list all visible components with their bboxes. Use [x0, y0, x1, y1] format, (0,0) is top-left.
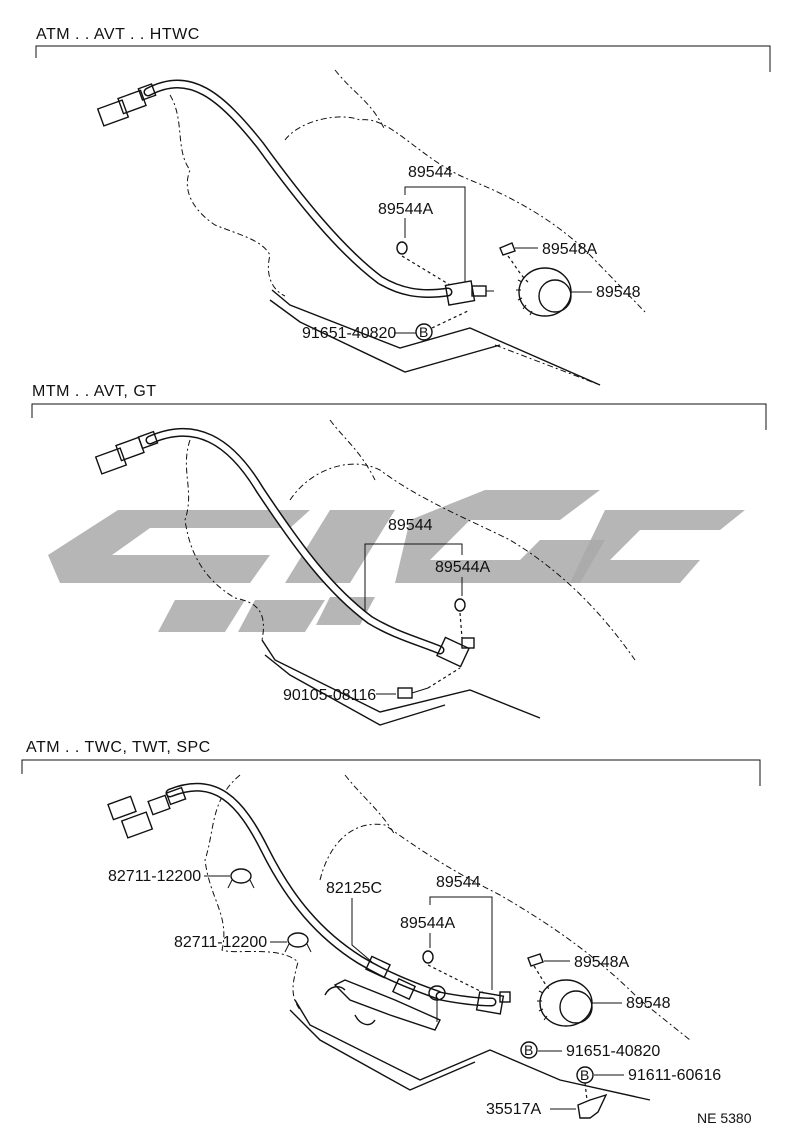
- section-header: MTM . . AVT, GT: [32, 383, 157, 400]
- part-label: 90105-08116: [283, 687, 376, 704]
- housing-outline: [289, 1009, 476, 1091]
- housing-outline: [184, 439, 264, 641]
- part-label: 82125C: [326, 880, 382, 897]
- housing-outline: [319, 823, 691, 1041]
- leader-dash: [459, 612, 463, 639]
- vacuum-hose-fitting: [365, 955, 446, 1022]
- housing-outline: [329, 419, 376, 481]
- section-bracket: [31, 403, 767, 430]
- part-label: 35517A: [486, 1101, 541, 1118]
- part-label: 91651-40820: [566, 1043, 660, 1060]
- speed-sensor-cable: [143, 79, 453, 298]
- section-header: ATM . . TWC, TWT, SPC: [26, 739, 211, 756]
- housing-outline: [269, 299, 501, 373]
- housing-outline: [289, 463, 636, 661]
- speed-sensor-cable: [165, 782, 443, 1000]
- part-label: 82711-12200: [108, 868, 201, 885]
- speed-sensor: [475, 991, 511, 1015]
- mounting-bracket: [324, 986, 376, 1026]
- leader-dash: [427, 667, 461, 689]
- bolt-badge: [520, 1041, 538, 1059]
- part-label: 82711-12200: [174, 934, 267, 951]
- housing-outline: [264, 654, 446, 726]
- bolt: [397, 687, 429, 699]
- bracket-plate: [577, 1093, 608, 1119]
- wire-connector: [107, 786, 187, 839]
- bolt-badge-letter: B: [419, 324, 428, 340]
- part-label: 89548A: [574, 954, 629, 971]
- part-label: 89548: [596, 284, 641, 301]
- bolt-badge-letter: B: [524, 1042, 533, 1058]
- part-label: 89544: [388, 517, 433, 534]
- leader-dash: [427, 964, 487, 995]
- housing-outline: [169, 94, 286, 297]
- driven-gear: [516, 267, 572, 317]
- housing-outline: [494, 344, 601, 386]
- section-header: ATM . . AVT . . HTWC: [36, 26, 200, 43]
- section-atm-avt-htwc: ATM . . AVT . . HTWC: [35, 26, 771, 386]
- gear-clip: [527, 953, 544, 967]
- label-bracket: [429, 896, 493, 990]
- wire-connector: [94, 430, 159, 475]
- leader-dash: [401, 255, 451, 286]
- part-label: 89548: [626, 995, 671, 1012]
- section-bracket: [35, 45, 771, 72]
- footer-code: NE 5380: [697, 1110, 752, 1126]
- driven-gear: [537, 979, 593, 1027]
- bolt-badge: [415, 323, 433, 341]
- cable-clamp: [227, 868, 255, 889]
- part-label: 89544A: [378, 201, 433, 218]
- housing-outline: [344, 774, 396, 836]
- leader-dash: [431, 309, 471, 329]
- housing-outline: [204, 774, 301, 1011]
- wire-connector: [96, 83, 157, 127]
- part-label: 89544A: [435, 559, 490, 576]
- o-ring: [396, 241, 408, 255]
- watermark-logo: [48, 490, 745, 632]
- part-label: 89544: [408, 164, 453, 181]
- section-atm-twc-twt-spc: ATM . . TWC, TWT, SPC: [21, 739, 761, 1119]
- label-bracket: [404, 186, 466, 195]
- speed-sensor: [436, 636, 475, 668]
- o-ring: [422, 950, 434, 964]
- speed-sensor: [444, 280, 494, 306]
- label-bracket: [364, 543, 463, 612]
- part-label: 91651-40820: [302, 325, 396, 342]
- housing-outline: [261, 639, 541, 719]
- part-label: 91611-60616: [628, 1067, 721, 1084]
- section-mtm-avt-gt: MTM . . AVT, GT 89544 89544A 90105-08116: [31, 383, 767, 726]
- cable-clamp: [284, 932, 312, 953]
- housing-outline: [284, 116, 646, 313]
- leader-dash: [584, 1082, 588, 1101]
- mounting-bracket: [333, 979, 441, 1031]
- part-label: 89544: [436, 874, 481, 891]
- bolt-badge-letter: B: [580, 1067, 589, 1083]
- housing-outline: [294, 999, 651, 1101]
- leader-dash: [533, 965, 551, 991]
- o-ring: [454, 598, 466, 612]
- housing-outline: [271, 289, 601, 386]
- section-bracket: [21, 759, 761, 786]
- part-label: 89544A: [400, 915, 455, 932]
- gear-clip: [499, 242, 516, 256]
- housing-outline: [334, 69, 386, 131]
- leader-dash: [507, 255, 529, 283]
- part-label: 89548A: [542, 241, 597, 258]
